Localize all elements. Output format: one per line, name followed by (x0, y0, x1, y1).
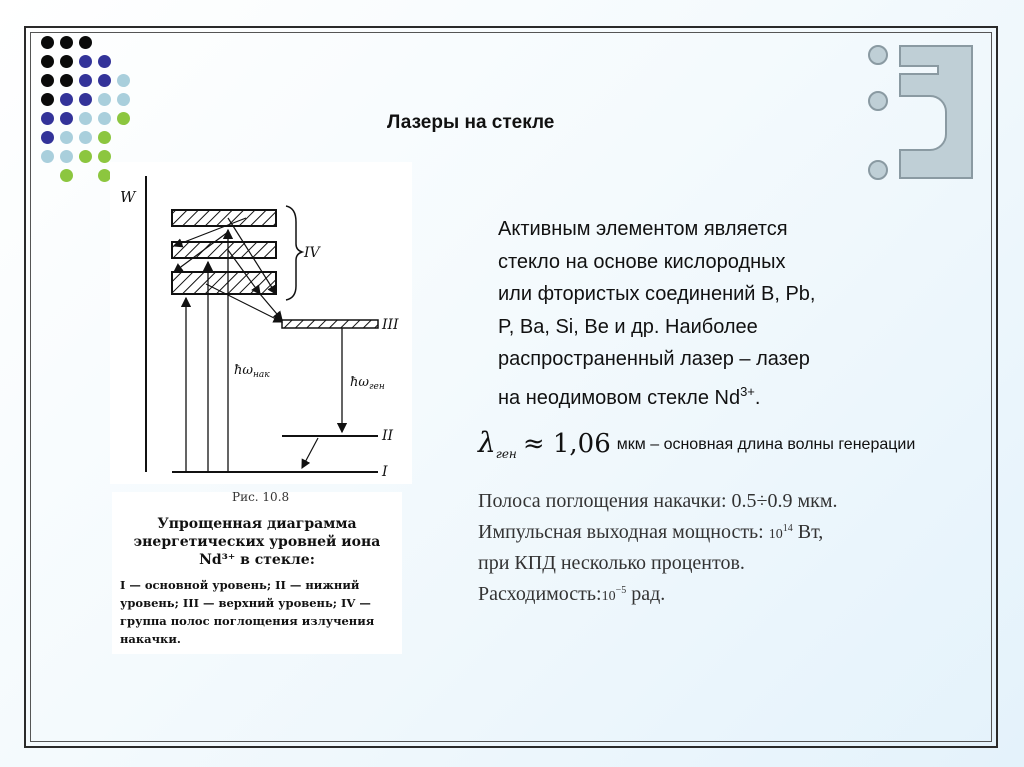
slide-title: Лазеры на стекле (387, 112, 555, 133)
decorative-logo-icon (868, 45, 973, 180)
caption-heading-line: Nd³⁺ в стекле: (199, 552, 315, 568)
dot (60, 169, 73, 182)
dot (98, 169, 111, 182)
dot (41, 93, 54, 106)
dot (79, 36, 92, 49)
paragraph-line: на неодимовом стекле Nd (498, 386, 741, 409)
dot (79, 93, 92, 106)
dot (79, 55, 92, 68)
dot (41, 55, 54, 68)
dot (79, 150, 92, 163)
dot (41, 74, 54, 87)
slide-frame-inner (30, 32, 992, 742)
caption-heading-line: Упрощенная диаграмма (157, 516, 357, 532)
dot (117, 74, 130, 87)
spec-power-base: 10 (768, 527, 783, 542)
spec-efficiency: при КПД несколько процентов. (478, 552, 745, 574)
paragraph-line-last: на неодимовом стекле Nd3+. (498, 376, 918, 415)
dot (98, 93, 111, 106)
lambda-symbol: λ (478, 426, 496, 459)
spec-divergence: Расходимость:10−5 рад. (478, 577, 938, 611)
decorative-dot-grid (36, 36, 146, 186)
svg-text:ħωнак: ħωнак (234, 363, 270, 380)
dot (98, 74, 111, 87)
caption-body-line: I — основной уровень; II — нижний (120, 578, 360, 592)
level-iv-label: IV (303, 245, 322, 261)
description-paragraph: Активным элементом является стекло на ос… (498, 213, 918, 414)
caption-cut-text: Рис. 10.8 (232, 492, 290, 502)
dot (60, 36, 73, 49)
dot (41, 131, 54, 144)
level-i-label: I (381, 464, 388, 480)
lambda-description: мкм – основная длина волны генерации (616, 436, 916, 453)
slide-frame-outer (24, 26, 998, 748)
spec-divergence-value: 10−5 (601, 585, 627, 604)
energy-level-diagram: W IV III II I ħωнак ħωге (110, 162, 412, 484)
wavelength-formula: λген ≈ 1,06 мкм – основная длина волны ген… (478, 426, 915, 466)
dot (41, 36, 54, 49)
dot (79, 131, 92, 144)
paragraph-line: распространенный лазер – лазер (498, 348, 810, 370)
dot (60, 93, 73, 106)
dot (60, 131, 73, 144)
spec-text: Импульсная выходная мощность: (478, 521, 769, 543)
dot (98, 55, 111, 68)
spec-text: рад. (626, 583, 666, 605)
paragraph-line: или фтористых соединений B, Pb, (498, 283, 816, 305)
lambda-value: ≈ 1,06 (522, 429, 611, 459)
spec-divergence-base: 10 (601, 589, 616, 604)
paragraph-line: Активным элементом является (498, 218, 788, 240)
dot (41, 150, 54, 163)
dot (98, 131, 111, 144)
spec-output-power: Импульсная выходная мощность: 1014 Вт, (478, 515, 938, 549)
dot (60, 150, 73, 163)
caption-body-line: уровень; III — верхний уровень; IV — (120, 596, 371, 610)
pump-label: ħω (234, 363, 253, 378)
dot (98, 112, 111, 125)
caption-body-line: группа полос поглощения излучения (120, 614, 375, 628)
caption-heading-line: энергетических уровней иона (133, 534, 381, 550)
gen-label: ħω (350, 375, 369, 390)
paragraph-end-punct: . (754, 386, 761, 409)
spec-text: Расходимость: (478, 583, 602, 605)
paragraph-line: P, Ba, Si, Be и др. Наиболее (498, 315, 758, 338)
paragraph-line: стекло на основе кислородных (498, 250, 786, 273)
laser-specs: Полоса поглощения накачки: 0.5÷0.9 мкм. … (478, 487, 938, 611)
level-iii-label: III (381, 317, 399, 333)
diagram-caption: Рис. 10.8 Упрощенная диаграмма энергетич… (112, 492, 402, 654)
spec-text: Вт, (792, 521, 824, 543)
spec-power-value: 1014 (768, 523, 793, 542)
energy-level-figure: W IV III II I ħωнак ħωге (120, 176, 399, 480)
pump-label-sub: нак (253, 370, 270, 380)
dot (60, 74, 73, 87)
dot (117, 93, 130, 106)
axis-w-label: W (120, 188, 137, 206)
spec-divergence-exponent: −5 (615, 585, 627, 596)
lambda-subscript: ген (495, 447, 517, 461)
dot (79, 112, 92, 125)
dot (79, 74, 92, 87)
svg-text:ħωген: ħωген (350, 375, 385, 392)
spec-power-exponent: 14 (782, 523, 793, 534)
caption-body-line: накачки. (120, 632, 181, 646)
level-ii-label: II (381, 428, 394, 444)
dot (41, 112, 54, 125)
dot (60, 112, 73, 125)
nd-charge-superscript: 3+ (740, 383, 755, 399)
dot (98, 150, 111, 163)
spec-absorption-band: Полоса поглощения накачки: 0.5÷0.9 мкм. (478, 490, 838, 512)
dot (117, 112, 130, 125)
gen-label-sub: ген (369, 382, 385, 392)
dot (60, 55, 73, 68)
